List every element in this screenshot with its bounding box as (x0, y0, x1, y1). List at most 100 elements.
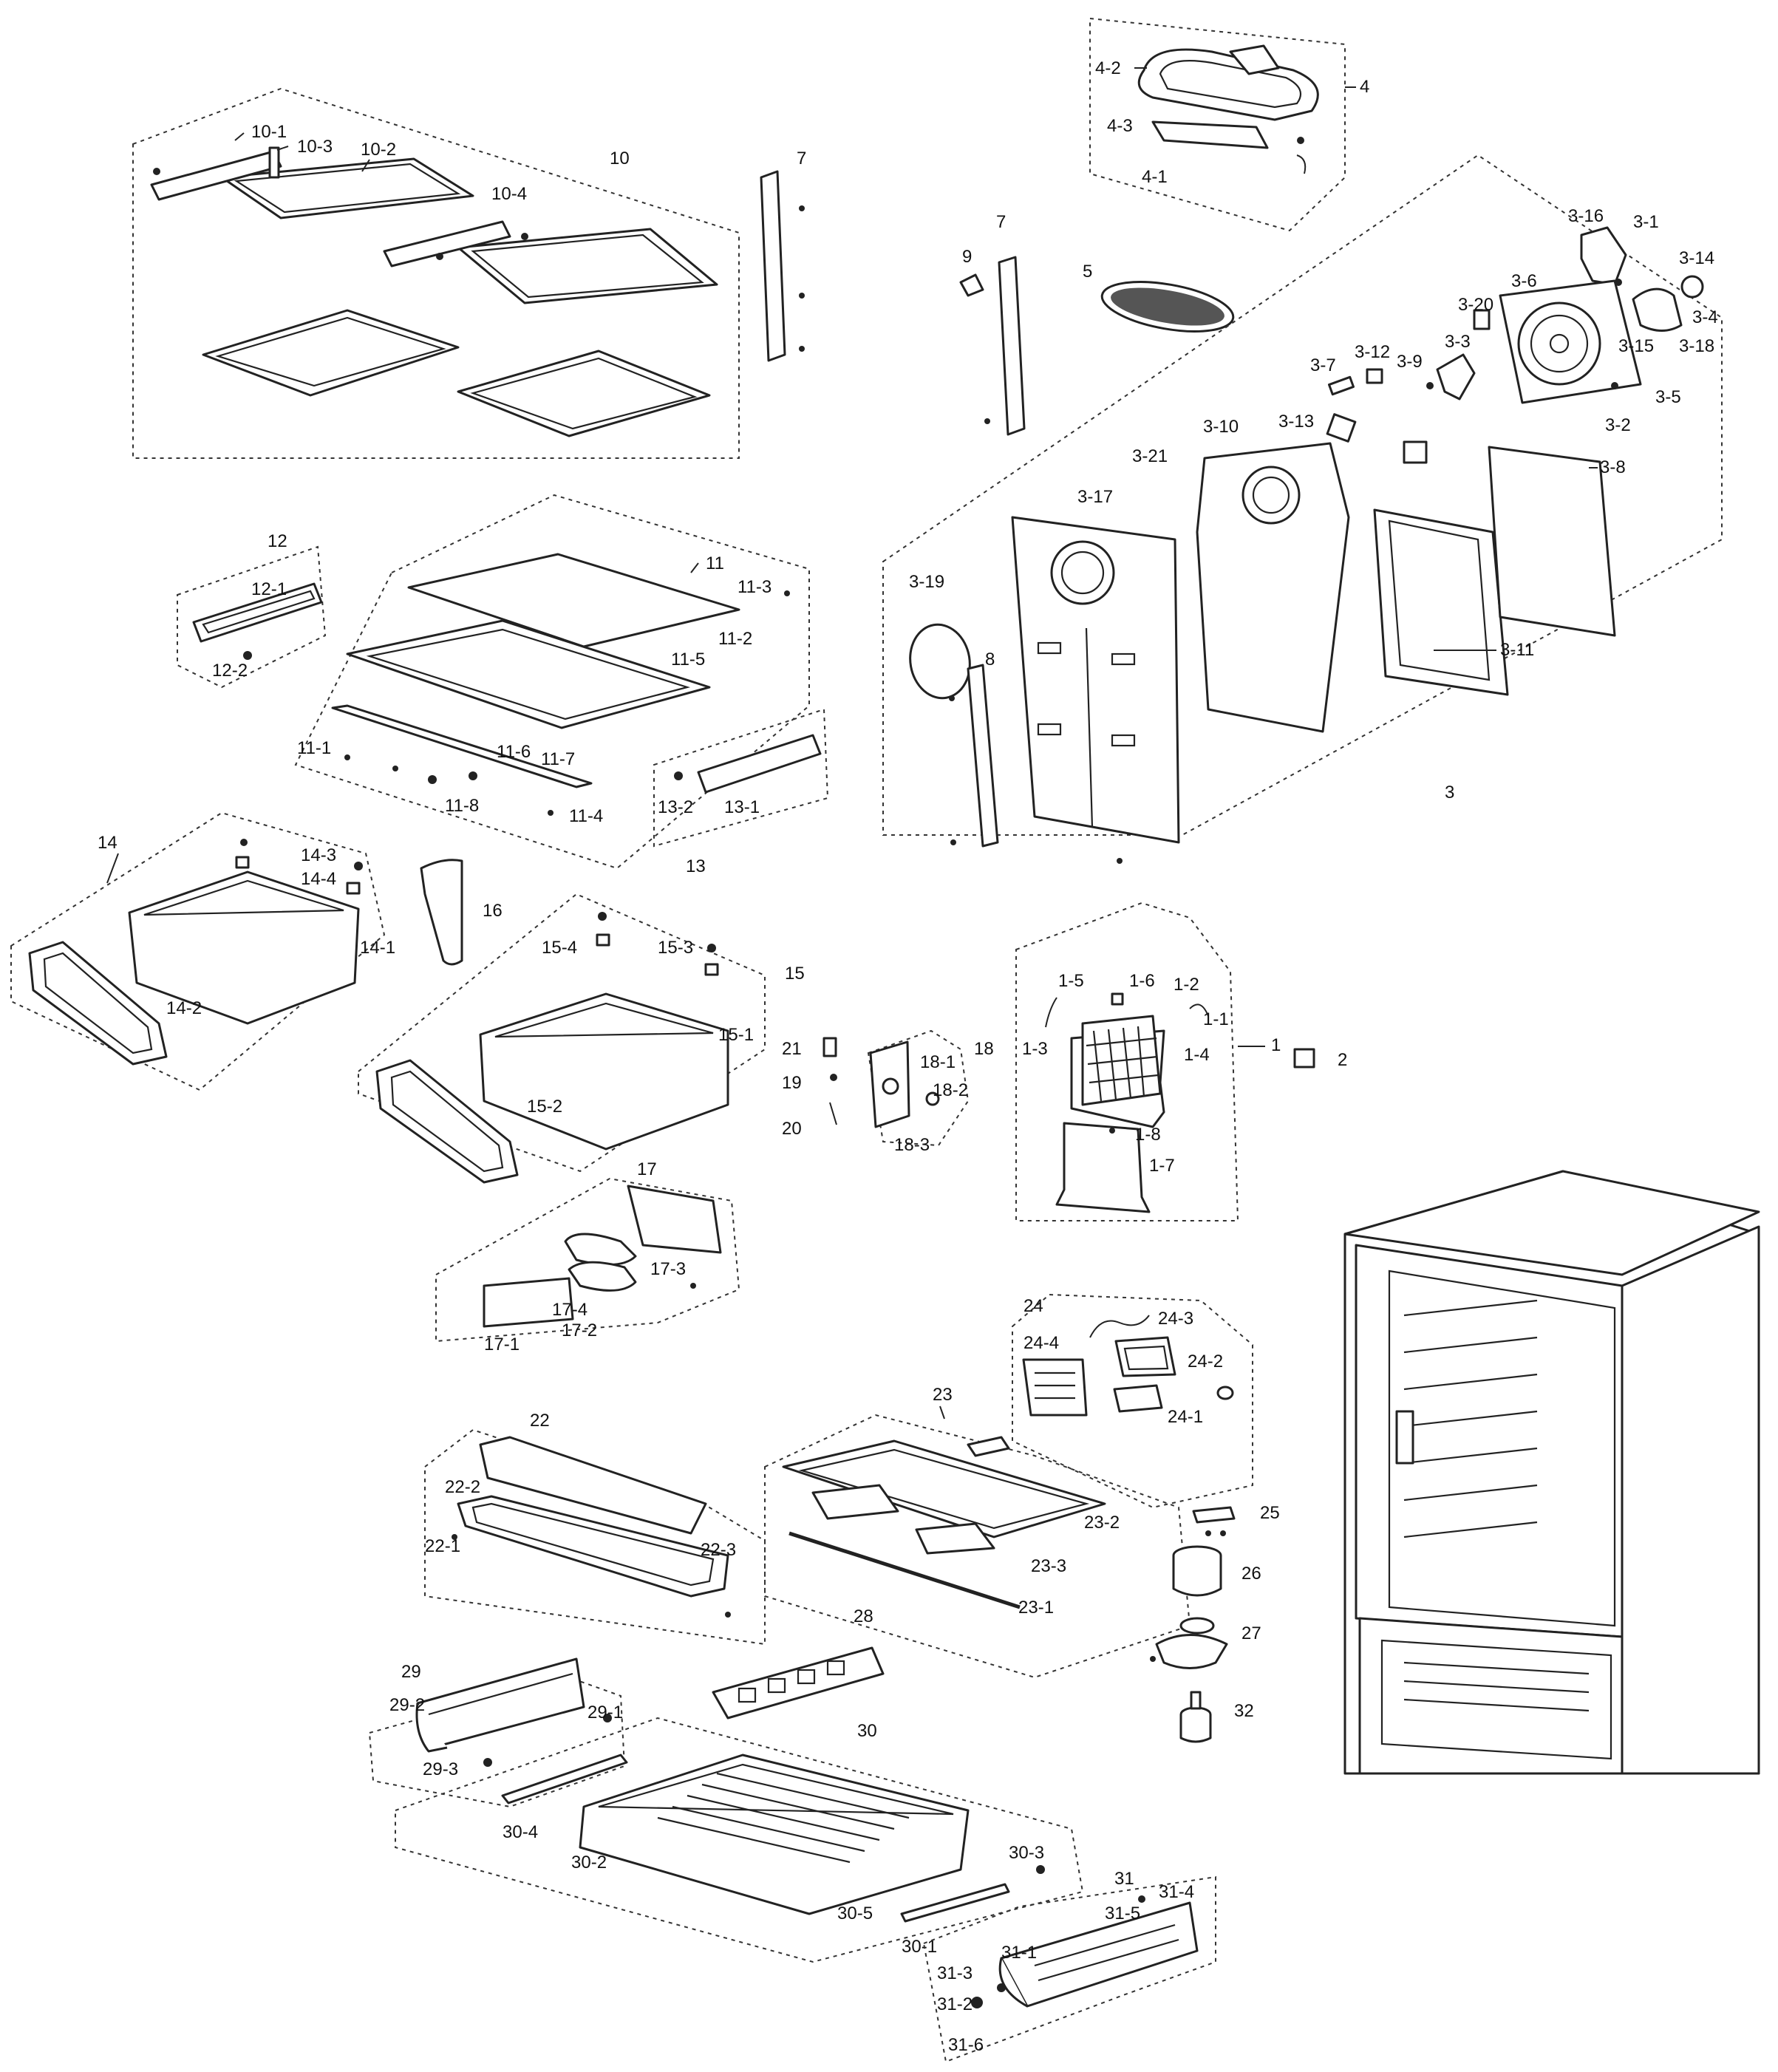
label-3-13: 3-13 (1278, 412, 1314, 432)
label-15-1: 15-1 (718, 1025, 754, 1045)
label-23-1: 23-1 (1018, 1598, 1054, 1618)
group-24-ice-maker-parts (1012, 1293, 1253, 1509)
label-4-3: 4-3 (1107, 116, 1133, 136)
label-3-18: 3-18 (1679, 336, 1714, 356)
label-30-2: 30-2 (571, 1853, 607, 1872)
label-17-3: 17-3 (650, 1259, 686, 1279)
label-1-8: 1-8 (1135, 1125, 1161, 1145)
label-10-2: 10-2 (361, 140, 396, 160)
part-2-switch (1293, 1048, 1315, 1069)
group-23-drawer-cover (764, 1414, 1191, 1679)
label-23: 23 (933, 1385, 953, 1405)
label-1-6: 1-6 (1129, 971, 1155, 991)
label-31-4: 31-4 (1159, 1882, 1194, 1902)
label-31-3: 31-3 (937, 1963, 973, 1983)
label-3-12: 3-12 (1355, 342, 1390, 362)
label-1-5: 1-5 (1058, 971, 1084, 991)
group-18-bracket (867, 1029, 970, 1147)
label-27: 27 (1241, 1623, 1261, 1643)
label-18: 18 (974, 1039, 994, 1059)
label-28: 28 (854, 1606, 873, 1626)
label-14-2: 14-2 (166, 998, 202, 1018)
label-16: 16 (483, 901, 503, 921)
label-18-3: 18-3 (894, 1135, 930, 1155)
label-29-1: 29-1 (587, 1703, 623, 1722)
label-12-1: 12-1 (251, 579, 287, 599)
label-3-9: 3-9 (1397, 352, 1423, 372)
part-28-bracket (712, 1646, 885, 1720)
label-2: 2 (1338, 1050, 1347, 1070)
label-4-2: 4-2 (1095, 58, 1121, 78)
label-14: 14 (98, 833, 117, 853)
label-3-16: 3-16 (1568, 206, 1604, 226)
label-31-5: 31-5 (1105, 1904, 1140, 1923)
label-11-4: 11-4 (569, 806, 603, 826)
label-11-8: 11-8 (445, 796, 479, 816)
label-3-5: 3-5 (1655, 387, 1681, 407)
label-18-1: 18-1 (920, 1052, 956, 1072)
label-3-6: 3-6 (1511, 271, 1537, 291)
label-1-1: 1-1 (1203, 1009, 1229, 1029)
label-18-2: 18-2 (933, 1080, 968, 1100)
label-11-2: 11-2 (718, 629, 752, 649)
label-25: 25 (1260, 1503, 1280, 1523)
label-17: 17 (637, 1159, 657, 1179)
label-4: 4 (1360, 77, 1369, 97)
label-10-4: 10-4 (491, 184, 527, 204)
label-3-10: 3-10 (1203, 417, 1239, 437)
label-13-2: 13-2 (658, 797, 693, 817)
label-15-4: 15-4 (542, 938, 577, 958)
label-32: 32 (1234, 1701, 1254, 1721)
label-24: 24 (1023, 1296, 1043, 1316)
label-4-1: 4-1 (1142, 167, 1168, 187)
part-9-clip (959, 273, 984, 297)
label-30-3: 30-3 (1009, 1843, 1044, 1863)
label-24-1: 24-1 (1168, 1407, 1203, 1427)
label-19: 19 (782, 1073, 802, 1093)
label-11-1: 11-1 (297, 738, 331, 758)
label-17-1: 17-1 (484, 1335, 520, 1354)
label-10-1: 10-1 (251, 122, 287, 142)
label-11-3: 11-3 (738, 577, 772, 597)
group-30-freezer-drawer (395, 1717, 1084, 1963)
label-3-21: 3-21 (1132, 446, 1168, 466)
label-3-11: 3-11 (1500, 640, 1534, 660)
label-23-3: 23-3 (1031, 1556, 1066, 1576)
label-11-5: 11-5 (671, 650, 705, 669)
group-13-rail (653, 708, 829, 848)
label-29-2: 29-2 (389, 1695, 425, 1715)
label-8: 8 (985, 650, 995, 669)
label-13-1: 13-1 (724, 797, 760, 817)
group-17-light-housing (435, 1177, 740, 1343)
label-29-3: 29-3 (423, 1759, 458, 1779)
label-26: 26 (1241, 1564, 1261, 1584)
label-29: 29 (401, 1662, 421, 1682)
label-15-3: 15-3 (658, 938, 693, 958)
label-30-1: 30-1 (902, 1937, 937, 1957)
label-9: 9 (962, 247, 972, 267)
label-15-2: 15-2 (527, 1097, 562, 1117)
label-5: 5 (1083, 262, 1092, 282)
label-22: 22 (530, 1411, 550, 1431)
label-14-4: 14-4 (301, 869, 336, 889)
group-4-light-assembly (1089, 17, 1346, 232)
group-22-drawer-handle (424, 1428, 766, 1646)
label-3-3: 3-3 (1445, 332, 1471, 352)
label-3-14: 3-14 (1679, 248, 1714, 268)
label-31-1: 31-1 (1001, 1943, 1037, 1963)
label-31: 31 (1114, 1869, 1134, 1889)
label-1-2: 1-2 (1174, 975, 1199, 995)
group-14-crisper-left (10, 811, 386, 1091)
label-3-20: 3-20 (1458, 295, 1493, 315)
label-24-4: 24-4 (1023, 1333, 1059, 1353)
label-1-4: 1-4 (1184, 1045, 1210, 1065)
group-12-rail (177, 545, 327, 689)
label-14-1: 14-1 (360, 938, 395, 958)
label-22-2: 22-2 (445, 1477, 480, 1497)
label-1-7: 1-7 (1149, 1156, 1175, 1176)
label-3-4: 3-4 (1692, 307, 1718, 327)
group-3-evaporator-cover (882, 154, 1723, 864)
label-30-5: 30-5 (837, 1904, 873, 1923)
label-3-19: 3-19 (909, 572, 944, 592)
